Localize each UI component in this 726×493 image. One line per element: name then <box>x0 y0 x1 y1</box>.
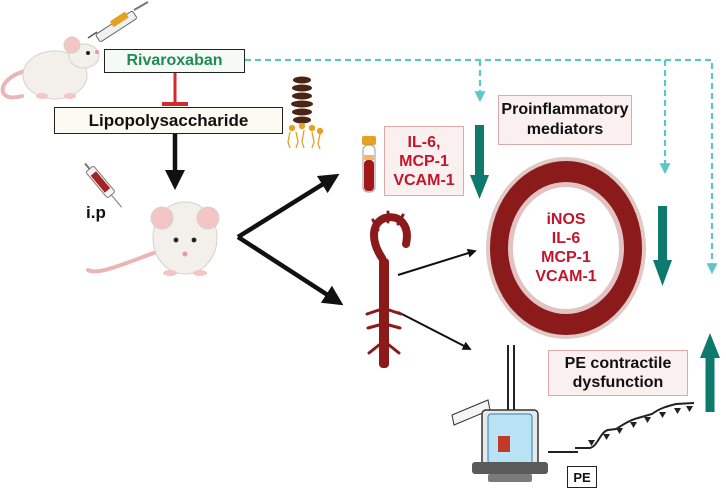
down-arrow-serum <box>470 125 489 199</box>
lipopolysaccharide-label: Lipopolysaccharide <box>88 110 249 130</box>
aorta-icon <box>365 210 411 368</box>
rivaroxaban-label: Rivaroxaban <box>126 52 223 69</box>
lipopolysaccharide-box: Lipopolysaccharide <box>54 107 283 134</box>
mouse-icon <box>86 201 220 276</box>
aorta-marker-3: MCP-1 <box>541 249 591 266</box>
serum-marker-3: VCAM-1 <box>393 171 455 189</box>
blood-tube-icon <box>362 136 376 193</box>
pe-agonist-box: PE <box>567 466 597 488</box>
arrow-aorta-to-organbath <box>397 311 472 350</box>
down-arrow-aorta-markers <box>653 206 672 286</box>
serum-marker-2: MCP-1 <box>399 152 449 170</box>
proinflammatory-line-2: mediators <box>526 121 604 138</box>
contractile-line-2: dysfunction <box>572 374 664 391</box>
aorta-markers: iNOS IL-6 MCP-1 VCAM-1 <box>522 206 610 290</box>
arrow-to-blood <box>236 173 340 239</box>
syringe-icon <box>87 1 149 42</box>
serum-markers-box: IL-6, MCP-1 VCAM-1 <box>384 126 464 196</box>
up-arrow-contractile <box>700 333 720 412</box>
ip-syringe-icon <box>84 162 123 208</box>
proinflammatory-line-1: Proinflammatory <box>501 101 629 118</box>
pe-agonist-label: PE <box>573 469 591 485</box>
contractile-box: PE contractile dysfunction <box>548 350 688 396</box>
proinflammatory-box: Proinflammatory mediators <box>498 95 632 145</box>
aorta-ring <box>486 157 646 339</box>
aorta-marker-1: iNOS <box>546 211 586 228</box>
organ-bath-icon <box>451 345 578 482</box>
inhibition-line <box>162 73 188 106</box>
rivaroxaban-box: Rivaroxaban <box>104 49 245 73</box>
serum-marker-1: IL-6, <box>407 133 441 151</box>
contraction-trace <box>575 402 695 449</box>
lps-molecule-icon <box>287 76 324 150</box>
mouse-treated-icon <box>0 36 100 100</box>
arrow-aorta-to-ring <box>397 248 477 276</box>
arrow-to-aorta <box>236 235 344 306</box>
dashed-connectors <box>245 58 718 275</box>
contractile-line-1: PE contractile <box>564 355 672 372</box>
teal-arrows <box>470 125 720 412</box>
aorta-marker-4: VCAM-1 <box>535 268 597 285</box>
route-label: i.p <box>86 203 106 222</box>
aorta-marker-2: IL-6 <box>551 230 581 247</box>
